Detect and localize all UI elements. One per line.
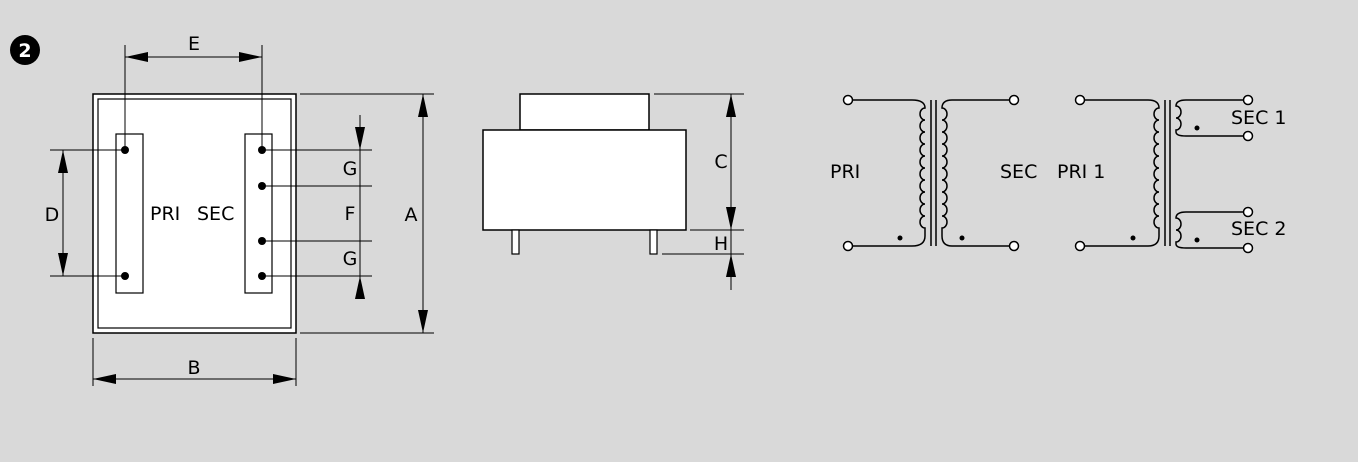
dim-f-label: F xyxy=(345,203,356,225)
side-view-body xyxy=(482,129,687,231)
top-view-pri-label: PRI xyxy=(150,203,180,225)
schematic-sec2-label: SEC 2 xyxy=(1231,218,1286,240)
sec-pin-strip xyxy=(244,133,273,294)
sec1-coil xyxy=(1175,99,1248,137)
figure-number-badge: 2 xyxy=(10,35,40,65)
pri-terminal-top xyxy=(842,94,854,106)
side-view-pin-right xyxy=(649,229,658,255)
dim-c-label: C xyxy=(714,151,727,173)
pri-terminal-bottom xyxy=(842,240,854,252)
dim-g-bottom-label: G xyxy=(343,248,358,270)
pri1-terminal-top xyxy=(1074,94,1086,106)
side-view: C H xyxy=(482,93,744,290)
schematic-sec-label: SEC xyxy=(1000,161,1037,183)
sec-terminal-bottom xyxy=(1008,240,1020,252)
sec2-terminal-top xyxy=(1242,206,1254,218)
pri1-coil xyxy=(1080,99,1160,247)
sec2-terminal-bottom xyxy=(1242,242,1254,254)
sec-terminal-top xyxy=(1008,94,1020,106)
pri-pin-strip xyxy=(115,133,144,294)
sec2-coil xyxy=(1175,211,1248,249)
dim-e-label: E xyxy=(188,33,200,55)
schematic-dual-secondary: PRI 1 SEC 1 SEC 2 xyxy=(1057,94,1286,254)
top-view-sec-label: SEC xyxy=(197,203,234,225)
side-view-core xyxy=(519,93,650,131)
dim-d-label: D xyxy=(45,204,60,226)
dim-a-label: A xyxy=(405,204,418,226)
sec1-terminal-top xyxy=(1242,94,1254,106)
dim-h-label: H xyxy=(714,233,728,255)
side-view-pin-left xyxy=(511,229,520,255)
pri-polarity-dot xyxy=(897,235,903,241)
top-view-inner-frame xyxy=(97,98,292,329)
sec1-terminal-bottom xyxy=(1242,130,1254,142)
pri1-polarity-dot xyxy=(1130,235,1136,241)
sec1-polarity-dot xyxy=(1194,125,1200,131)
pri1-terminal-bottom xyxy=(1074,240,1086,252)
top-view: PRI SEC E D B A xyxy=(45,33,434,386)
sec2-polarity-dot xyxy=(1194,237,1200,243)
schematic-pri1-label: PRI 1 xyxy=(1057,161,1105,183)
schematic-sec1-label: SEC 1 xyxy=(1231,107,1286,129)
sec-coil xyxy=(941,99,1014,247)
schematic-single-secondary: PRI SEC xyxy=(830,94,1037,252)
pri-coil xyxy=(848,99,926,247)
sec-polarity-dot xyxy=(959,235,965,241)
dim-b-label: B xyxy=(187,357,200,379)
figure-number: 2 xyxy=(18,40,31,62)
schematic-pri-label: PRI xyxy=(830,161,860,183)
dim-g-top-label: G xyxy=(343,158,358,180)
